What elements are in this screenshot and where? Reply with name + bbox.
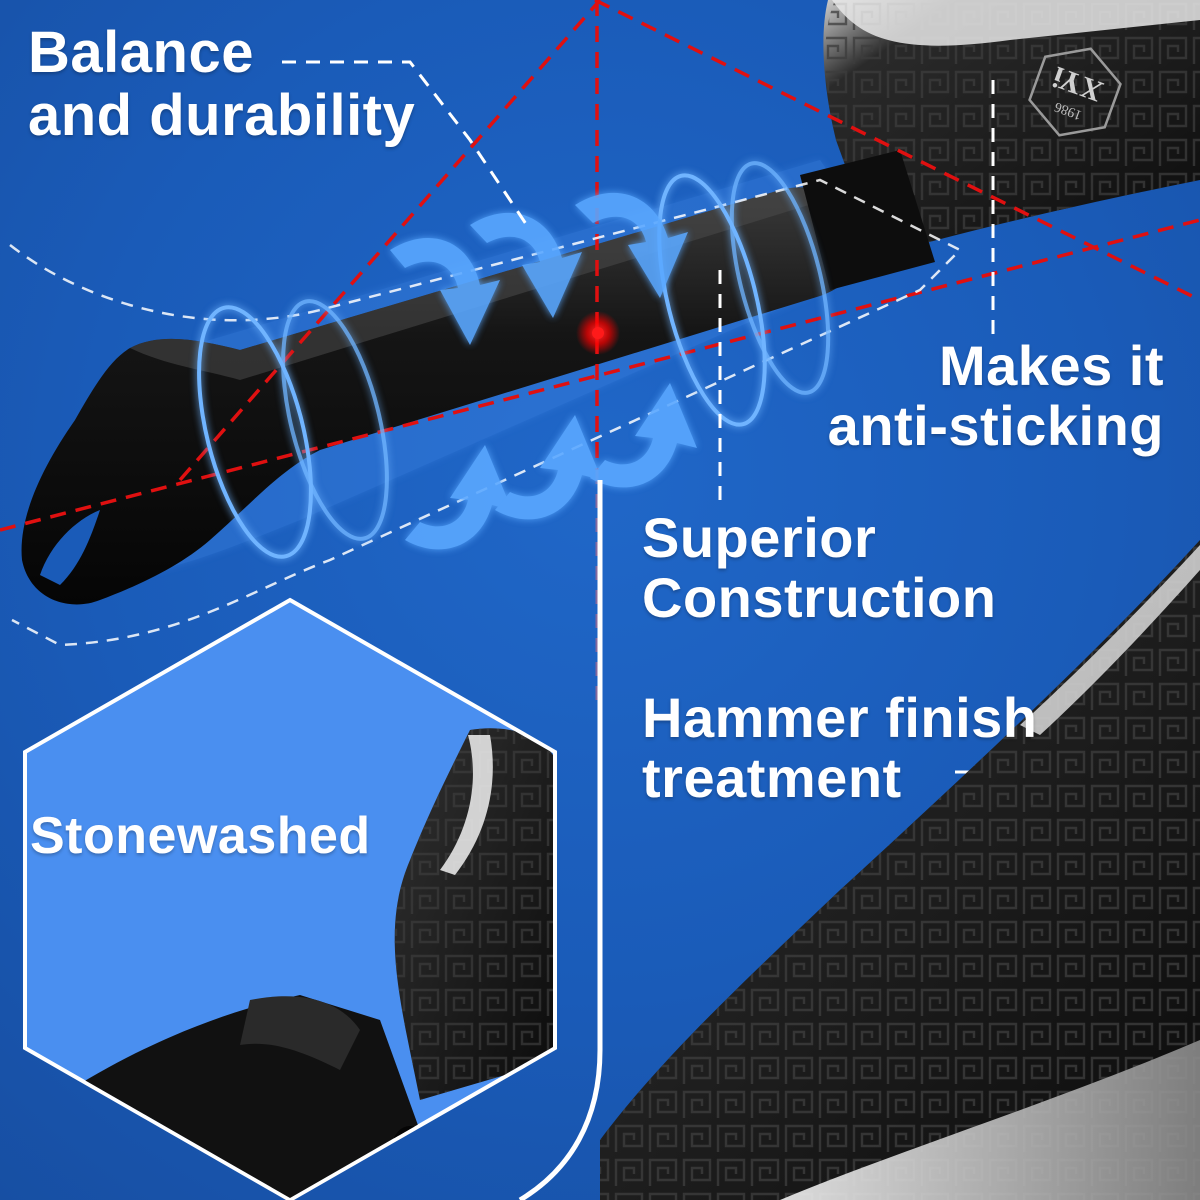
callout-anti-sticking: Makes it anti-sticking (827, 334, 1164, 458)
callout-balance-durability: Balance and durability (28, 20, 416, 148)
callout-superior-line2: Construction (642, 566, 997, 630)
callout-balance-line2: and durability (28, 82, 416, 148)
balance-guide-lines (0, 0, 1200, 532)
stonewashed-detail-hexagon (23, 597, 557, 1200)
callout-anti-line1: Makes it (939, 334, 1164, 397)
callout-hammer-finish: Hammer finish treatment (642, 686, 1038, 810)
blade-spine-top (823, 0, 1200, 255)
rotation-arrows (390, 192, 697, 550)
callout-superior-line1: Superior (642, 506, 877, 569)
callout-superior-construction: Superior Construction (642, 506, 997, 630)
swirl-rings (197, 161, 831, 559)
callout-hammer-line2: treatment (642, 746, 902, 810)
blade-tip (600, 540, 1200, 1200)
callout-anti-line2: anti-sticking (827, 394, 1164, 458)
callout-hammer-line1: Hammer finish (642, 686, 1038, 749)
callout-balance-line1: Balance (28, 20, 254, 85)
callout-stonewashed-label: Stonewashed (30, 807, 371, 865)
brand-logo-stamp: 1986 XYi (1028, 47, 1122, 137)
callout-stonewashed: Stonewashed (30, 808, 371, 864)
